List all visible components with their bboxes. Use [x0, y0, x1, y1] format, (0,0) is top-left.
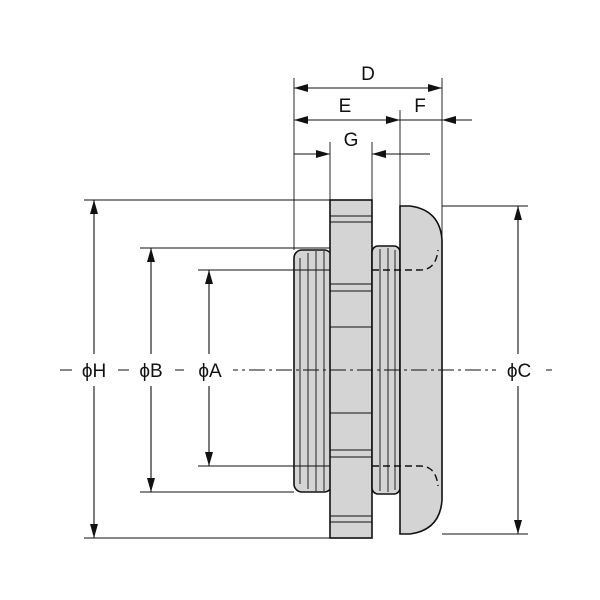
dimension-A: [205, 270, 213, 466]
label-C-bg: [496, 358, 542, 382]
label-D: D: [361, 64, 375, 85]
label-E: E: [339, 96, 352, 117]
hidden-bore-bottom: [372, 465, 439, 487]
thread-grooves-left: [299, 251, 325, 491]
dimension-H: [90, 200, 98, 538]
hidden-bore-top: [372, 249, 439, 271]
label-F: F: [414, 96, 426, 117]
label-phiH: ϕH: [82, 361, 106, 382]
label-H-bg: [72, 358, 118, 382]
label-phiA: ϕA: [198, 361, 222, 382]
grommet-part: [293, 199, 443, 539]
flange-grooves: [330, 215, 372, 523]
label-A-bg: [187, 358, 233, 382]
dimension-D: [294, 84, 442, 92]
dimension-F: [400, 116, 472, 124]
dimension-E: [294, 116, 400, 124]
dimension-B: [147, 248, 155, 492]
dimension-C: [514, 206, 522, 534]
label-phiB: ϕB: [139, 361, 162, 382]
extension-lines: [84, 78, 528, 539]
center-flange: [329, 199, 373, 539]
label-B-bg: [129, 358, 175, 382]
dimension-G: [294, 150, 430, 158]
label-G: G: [344, 130, 359, 151]
label-phiC: ϕC: [507, 361, 531, 382]
